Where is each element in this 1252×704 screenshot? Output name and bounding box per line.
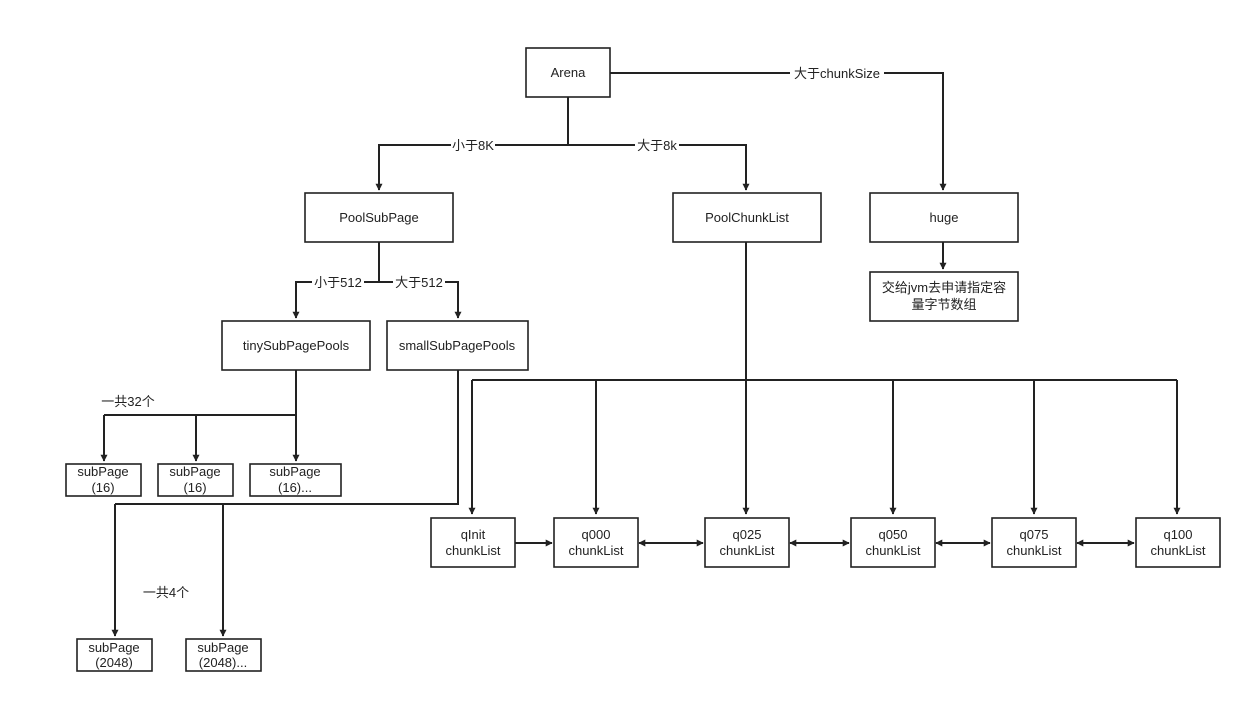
node-small-subpage-2[interactable]: subPage (2048)... [185,638,262,672]
node-poolchunklist-label: PoolChunkList [705,210,789,225]
label-gt-512: 大于512 [395,275,443,290]
label-total-32: 一共32个 [101,394,154,409]
node-tiny-subpage-2-line-2: (16) [183,480,206,495]
label-lt-8k: 小于8K [452,138,494,153]
node-tiny-subpage-2-line-1: subPage [169,464,220,479]
node-tiny-subpage-1-line-2: (16) [91,480,114,495]
node-small-subpage-2-line-2: (2048)... [199,655,247,670]
label-total-4: 一共4个 [143,585,189,600]
node-chunklist-q025[interactable]: q025 chunkList [704,517,790,568]
node-chunklist-q100-line-2: chunkList [1151,543,1206,558]
node-poolsubpage-label: PoolSubPage [339,210,419,225]
node-tiny-subpage-2[interactable]: subPage (16) [157,463,234,497]
node-tiny-subpage-3-line-2: (16)... [278,480,312,495]
node-tiny-subpage-pools-label: tinySubPagePools [243,338,350,353]
node-poolsubpage[interactable]: PoolSubPage [304,192,454,243]
node-huge-label: huge [930,210,959,225]
node-tiny-subpage-3-line-1: subPage [269,464,320,479]
node-small-subpage-pools[interactable]: smallSubPagePools [386,320,529,371]
node-chunklist-q050[interactable]: q050 chunkList [850,517,936,568]
node-chunklist-qinit[interactable]: qInit chunkList [430,517,516,568]
node-small-subpage-1-line-2: (2048) [95,655,133,670]
node-jvm-alloc[interactable]: 交给jvm去申请指定容 量字节数组 [869,271,1019,322]
node-chunklist-q050-line-2: chunkList [866,543,921,558]
node-small-subpage-pools-label: smallSubPagePools [399,338,516,353]
edges [100,72,1181,637]
nodes: Arena PoolSubPage PoolChunkList huge 交给j… [65,47,1221,672]
label-gt-chunksize: 大于chunkSize [794,66,880,81]
node-tiny-subpage-1[interactable]: subPage (16) [65,463,142,497]
node-tiny-subpage-3[interactable]: subPage (16)... [249,463,342,497]
label-gt-8k: 大于8k [637,138,677,153]
node-chunklist-q075-line-1: q075 [1020,527,1049,542]
node-chunklist-qinit-line-2: chunkList [446,543,501,558]
node-chunklist-q000[interactable]: q000 chunkList [553,517,639,568]
edge-arena-to-poolsubpage [375,144,568,191]
edge-arena-to-poolchunklist [568,144,750,191]
node-chunklist-q025-line-2: chunkList [720,543,775,558]
node-chunklist-q100[interactable]: q100 chunkList [1135,517,1221,568]
node-poolchunklist[interactable]: PoolChunkList [672,192,822,243]
edge-small-trunk [115,370,459,505]
node-chunklist-q025-line-1: q025 [733,527,762,542]
edge-arena-to-huge [610,72,947,191]
node-chunklist-q050-line-1: q050 [879,527,908,542]
edge-labels: 小于8K 大于8k 大于chunkSize 小于512 大于512 一共32个 … [101,65,884,600]
node-arena[interactable]: Arena [525,47,611,98]
node-chunklist-q075[interactable]: q075 chunkList [991,517,1077,568]
node-small-subpage-2-line-1: subPage [197,640,248,655]
node-chunklist-q000-line-1: q000 [582,527,611,542]
label-lt-512: 小于512 [314,275,362,290]
node-jvm-alloc-line-1: 交给jvm去申请指定容 [882,280,1006,295]
node-chunklist-q100-line-1: q100 [1164,527,1193,542]
node-chunklist-qinit-line-1: qInit [461,527,486,542]
node-huge[interactable]: huge [869,192,1019,243]
node-chunklist-q075-line-2: chunkList [1007,543,1062,558]
node-small-subpage-1[interactable]: subPage (2048) [76,638,153,672]
node-jvm-alloc-line-2: 量字节数组 [911,297,976,312]
node-tiny-subpage-1-line-1: subPage [77,464,128,479]
node-small-subpage-1-line-1: subPage [88,640,139,655]
node-chunklist-q000-line-2: chunkList [569,543,624,558]
node-tiny-subpage-pools[interactable]: tinySubPagePools [221,320,371,371]
node-arena-label: Arena [551,65,586,80]
